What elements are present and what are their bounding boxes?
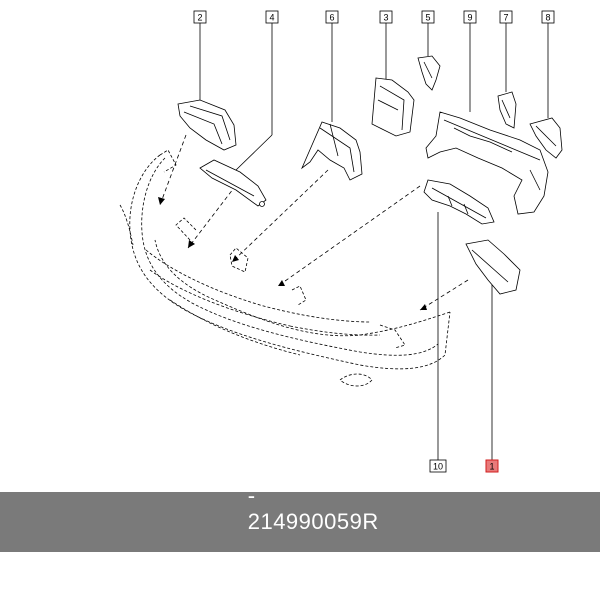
bumper-outline (119, 149, 451, 387)
svg-text:3: 3 (383, 13, 388, 23)
part-6 (301, 121, 363, 181)
part-9 (425, 111, 549, 215)
svg-text:5: 5 (425, 13, 430, 23)
callout-5[interactable]: 5 (421, 10, 435, 24)
callout-8[interactable]: 8 (541, 10, 555, 24)
callout-2[interactable]: 2 (193, 10, 207, 24)
arrow-heads (158, 197, 427, 310)
callout-9[interactable]: 9 (463, 10, 477, 24)
callout-7[interactable]: 7 (499, 10, 513, 24)
callout-1-highlighted[interactable]: 1 (485, 459, 499, 473)
leader-lines (199, 23, 549, 460)
quantity: N - 1 (247, 561, 298, 586)
footer-dash: - (247, 483, 256, 508)
svg-text:4: 4 (269, 13, 274, 23)
svg-text:8: 8 (545, 13, 550, 23)
part-number: 214990059R (247, 509, 379, 534)
part-3 (371, 77, 415, 137)
callout-boxes: 2 4 6 3 5 9 7 8 (193, 10, 555, 473)
part-1 (465, 239, 521, 295)
callout-6[interactable]: 6 (325, 10, 339, 24)
svg-text:6: 6 (329, 13, 334, 23)
footer-caption: RENAULT - 214990059R N - 1 (221, 431, 379, 613)
svg-text:10: 10 (433, 462, 443, 472)
assembly-arrows (159, 134, 469, 311)
callout-10[interactable]: 10 (429, 459, 447, 473)
callout-3[interactable]: 3 (379, 10, 393, 24)
part-4 (199, 159, 267, 207)
part-8 (529, 117, 563, 159)
part-7 (497, 91, 517, 129)
part-5 (417, 55, 441, 91)
part-2 (177, 99, 237, 151)
brand-name: RENAULT (247, 457, 353, 482)
svg-text:9: 9 (467, 13, 472, 23)
callout-4[interactable]: 4 (265, 10, 279, 24)
parts-diagram: 2 4 6 3 5 9 7 8 (119, 10, 563, 473)
part-10 (423, 179, 495, 225)
svg-text:2: 2 (197, 13, 202, 23)
svg-text:1: 1 (489, 462, 494, 472)
footer-bar: RENAULT - 214990059R N - 1 (0, 457, 600, 586)
svg-text:7: 7 (503, 13, 508, 23)
